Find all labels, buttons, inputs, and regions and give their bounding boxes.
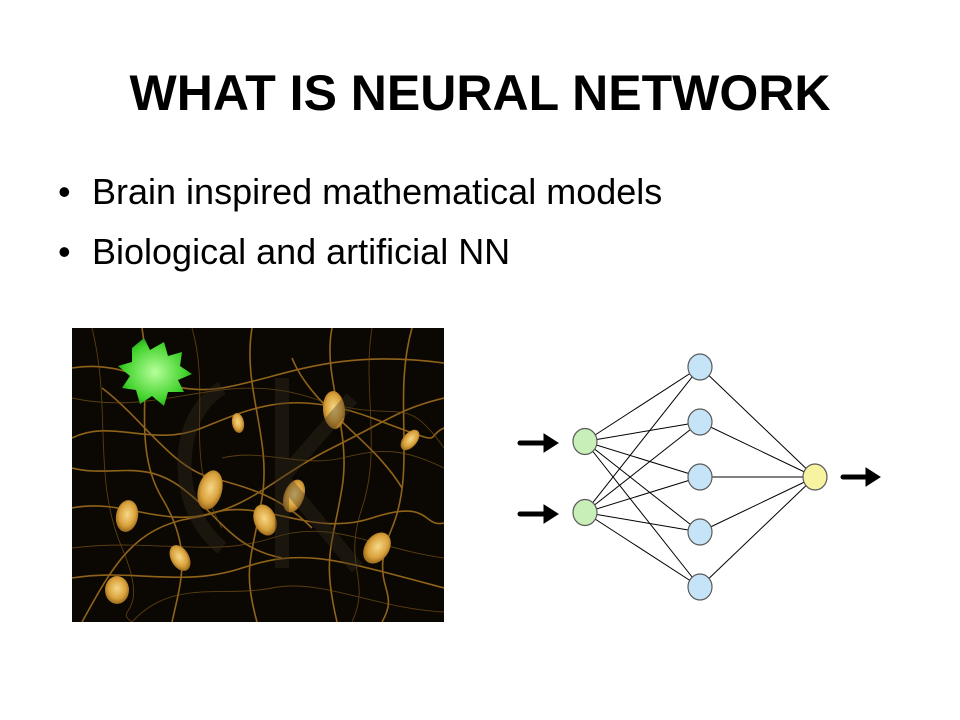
output-node: [802, 463, 828, 491]
neural-network-diagram: [517, 353, 881, 601]
network-edge: [699, 476, 816, 533]
network-edge: [584, 512, 701, 588]
input-node: [572, 427, 598, 456]
hidden-node: [687, 518, 713, 546]
neuron-micrograph-icon: [72, 328, 444, 622]
bullet-item: • Biological and artificial NN: [58, 232, 662, 272]
input-node: [572, 498, 598, 527]
neuron-photo: [72, 328, 444, 622]
network-edge: [584, 366, 701, 442]
network-edge: [584, 421, 701, 513]
network-nodes: [572, 353, 828, 601]
network-edge: [584, 512, 701, 533]
hidden-node: [687, 408, 713, 436]
bullet-marker: •: [58, 231, 71, 272]
network-edge: [584, 366, 701, 513]
network-edge: [584, 441, 701, 588]
network-edge: [699, 421, 816, 478]
hidden-node: [687, 353, 713, 381]
bullet-list: • Brain inspired mathematical models • B…: [58, 172, 662, 292]
bullet-text: Biological and artificial NN: [92, 231, 511, 272]
bullet-item: • Brain inspired mathematical models: [58, 172, 662, 212]
bullet-marker: •: [58, 171, 71, 212]
network-edge: [584, 441, 701, 533]
arrow-icon: [517, 504, 559, 524]
hidden-node: [687, 463, 713, 491]
network-edge: [584, 421, 701, 442]
network-edges: [584, 366, 816, 588]
network-edge: [584, 441, 701, 478]
arrow-icon: [840, 467, 881, 487]
network-edge: [699, 476, 816, 588]
bullet-text: Brain inspired mathematical models: [92, 171, 663, 212]
network-edge: [584, 476, 701, 513]
slide-title: WHAT IS NEURAL NETWORK: [129, 65, 831, 121]
network-edge: [699, 366, 816, 478]
arrow-icon: [517, 433, 559, 453]
hidden-node: [687, 573, 713, 601]
